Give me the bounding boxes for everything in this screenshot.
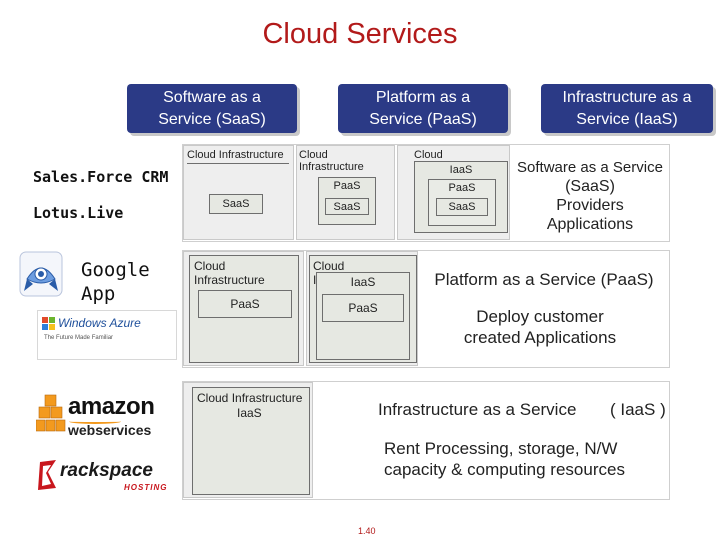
- paas-label: PaaS: [448, 182, 476, 194]
- saas-box-2: Cloud Infrastructure PaaS SaaS: [296, 145, 395, 240]
- header-paas: Platform as a Service (PaaS): [338, 84, 508, 133]
- iaas-desc-line-2: Rent Processing, storage, N/W: [384, 439, 618, 458]
- paas-description: Deploy customer created Applications: [440, 306, 640, 348]
- provider-lotus: Lotus.Live: [33, 204, 124, 222]
- paas-box-2: Cloud Infrastructure IaaS PaaS: [306, 251, 418, 366]
- azure-logo-text: Windows Azure: [58, 316, 141, 330]
- iaas-label: IaaS: [449, 164, 473, 176]
- paas-box-1: Cloud Infrastructure PaaS: [183, 251, 304, 366]
- iaas-desc-line-1b: ( IaaS ): [610, 400, 666, 419]
- paas-block: PaaS: [322, 294, 404, 322]
- paas-label: PaaS: [333, 180, 361, 192]
- cloud-infrastructure-label: Cloud Infrastructure: [187, 149, 284, 161]
- header-iaas: Infrastructure as a Service (IaaS): [541, 84, 713, 133]
- saas-desc-line-4: Applications: [546, 216, 634, 233]
- rackspace-logo-text: rackspace: [60, 460, 153, 481]
- paas-desc-line-3: created Applications: [463, 328, 617, 347]
- saas-desc-line-2: (SaaS): [565, 178, 615, 195]
- cloud-infrastructure-block: Cloud Infrastructure IaaS PaaS: [309, 255, 417, 363]
- paas-desc-line-1: Platform as a Service (PaaS): [434, 270, 654, 289]
- iaas-desc-line-3: capacity & computing resources: [384, 460, 625, 479]
- iaas-description: Rent Processing, storage, N/W capacity &…: [384, 438, 664, 480]
- amazon-logo-sub: webservices: [68, 422, 152, 438]
- header-iaas-label: Infrastructure as a Service (IaaS): [562, 88, 692, 128]
- header-paas-label: Platform as a Service (PaaS): [369, 88, 477, 128]
- amazon-smile-icon: [69, 419, 121, 424]
- cloud-infrastructure-label: Cloud Infrastructure: [299, 149, 364, 173]
- saas-block: SaaS: [209, 194, 263, 214]
- saas-desc-line-3: Providers: [556, 197, 624, 214]
- iaas-label: IaaS: [350, 275, 376, 289]
- cloud-infrastructure-label: Cloud Infrastructure: [194, 259, 265, 287]
- windows-azure-logo: Windows Azure The Future Made Familiar: [37, 310, 177, 360]
- iaas-box-1: Cloud Infrastructure IaaS: [183, 382, 313, 498]
- cloud-infrastructure-block: Cloud Infrastructure IaaS: [192, 387, 310, 495]
- iaas-desc-line-1: Infrastructure as a Service: [378, 400, 577, 419]
- divider: [187, 163, 289, 164]
- rackspace-mark-icon: [38, 460, 56, 490]
- saas-block: SaaS: [325, 198, 369, 215]
- cloud-infrastructure-label: Cloud Infrastructure: [197, 391, 303, 405]
- provider-google: Google App: [81, 259, 150, 305]
- cloud-infrastructure-block: Cloud Infrastructure PaaS: [189, 255, 299, 363]
- iaas-label: IaaS: [237, 406, 262, 420]
- google-app-engine-icon: [19, 251, 63, 297]
- amazon-web-services-logo: amazon webservices: [36, 392, 158, 444]
- page-title: Cloud Services: [262, 18, 458, 50]
- azure-tagline: The Future Made Familiar: [44, 335, 114, 341]
- paas-desc-line-2: Deploy customer: [476, 307, 604, 326]
- page-number: 1.40: [358, 526, 376, 536]
- windows-flag-icon: [42, 317, 56, 331]
- provider-salesforce: Sales.Force CRM: [33, 168, 169, 186]
- saas-box-1: Cloud Infrastructure SaaS: [183, 145, 294, 240]
- aws-cubes-icon: [36, 394, 66, 432]
- saas-desc-line-1: Software as a Service: [517, 159, 663, 176]
- rackspace-logo-sub: HOSTING: [124, 483, 168, 492]
- saas-block: SaaS: [436, 198, 488, 216]
- header-saas: Software as a Service (SaaS): [127, 84, 297, 133]
- saas-description: Software as a Service (SaaS) Providers A…: [510, 158, 670, 234]
- header-saas-label: Software as a Service (SaaS): [158, 88, 266, 128]
- saas-box-3: Cloud Infrastructure IaaS PaaS SaaS: [397, 145, 510, 240]
- paas-block: PaaS: [198, 290, 292, 318]
- amazon-logo-text: amazon: [68, 393, 155, 420]
- rackspace-logo: rackspace HOSTING: [36, 456, 166, 498]
